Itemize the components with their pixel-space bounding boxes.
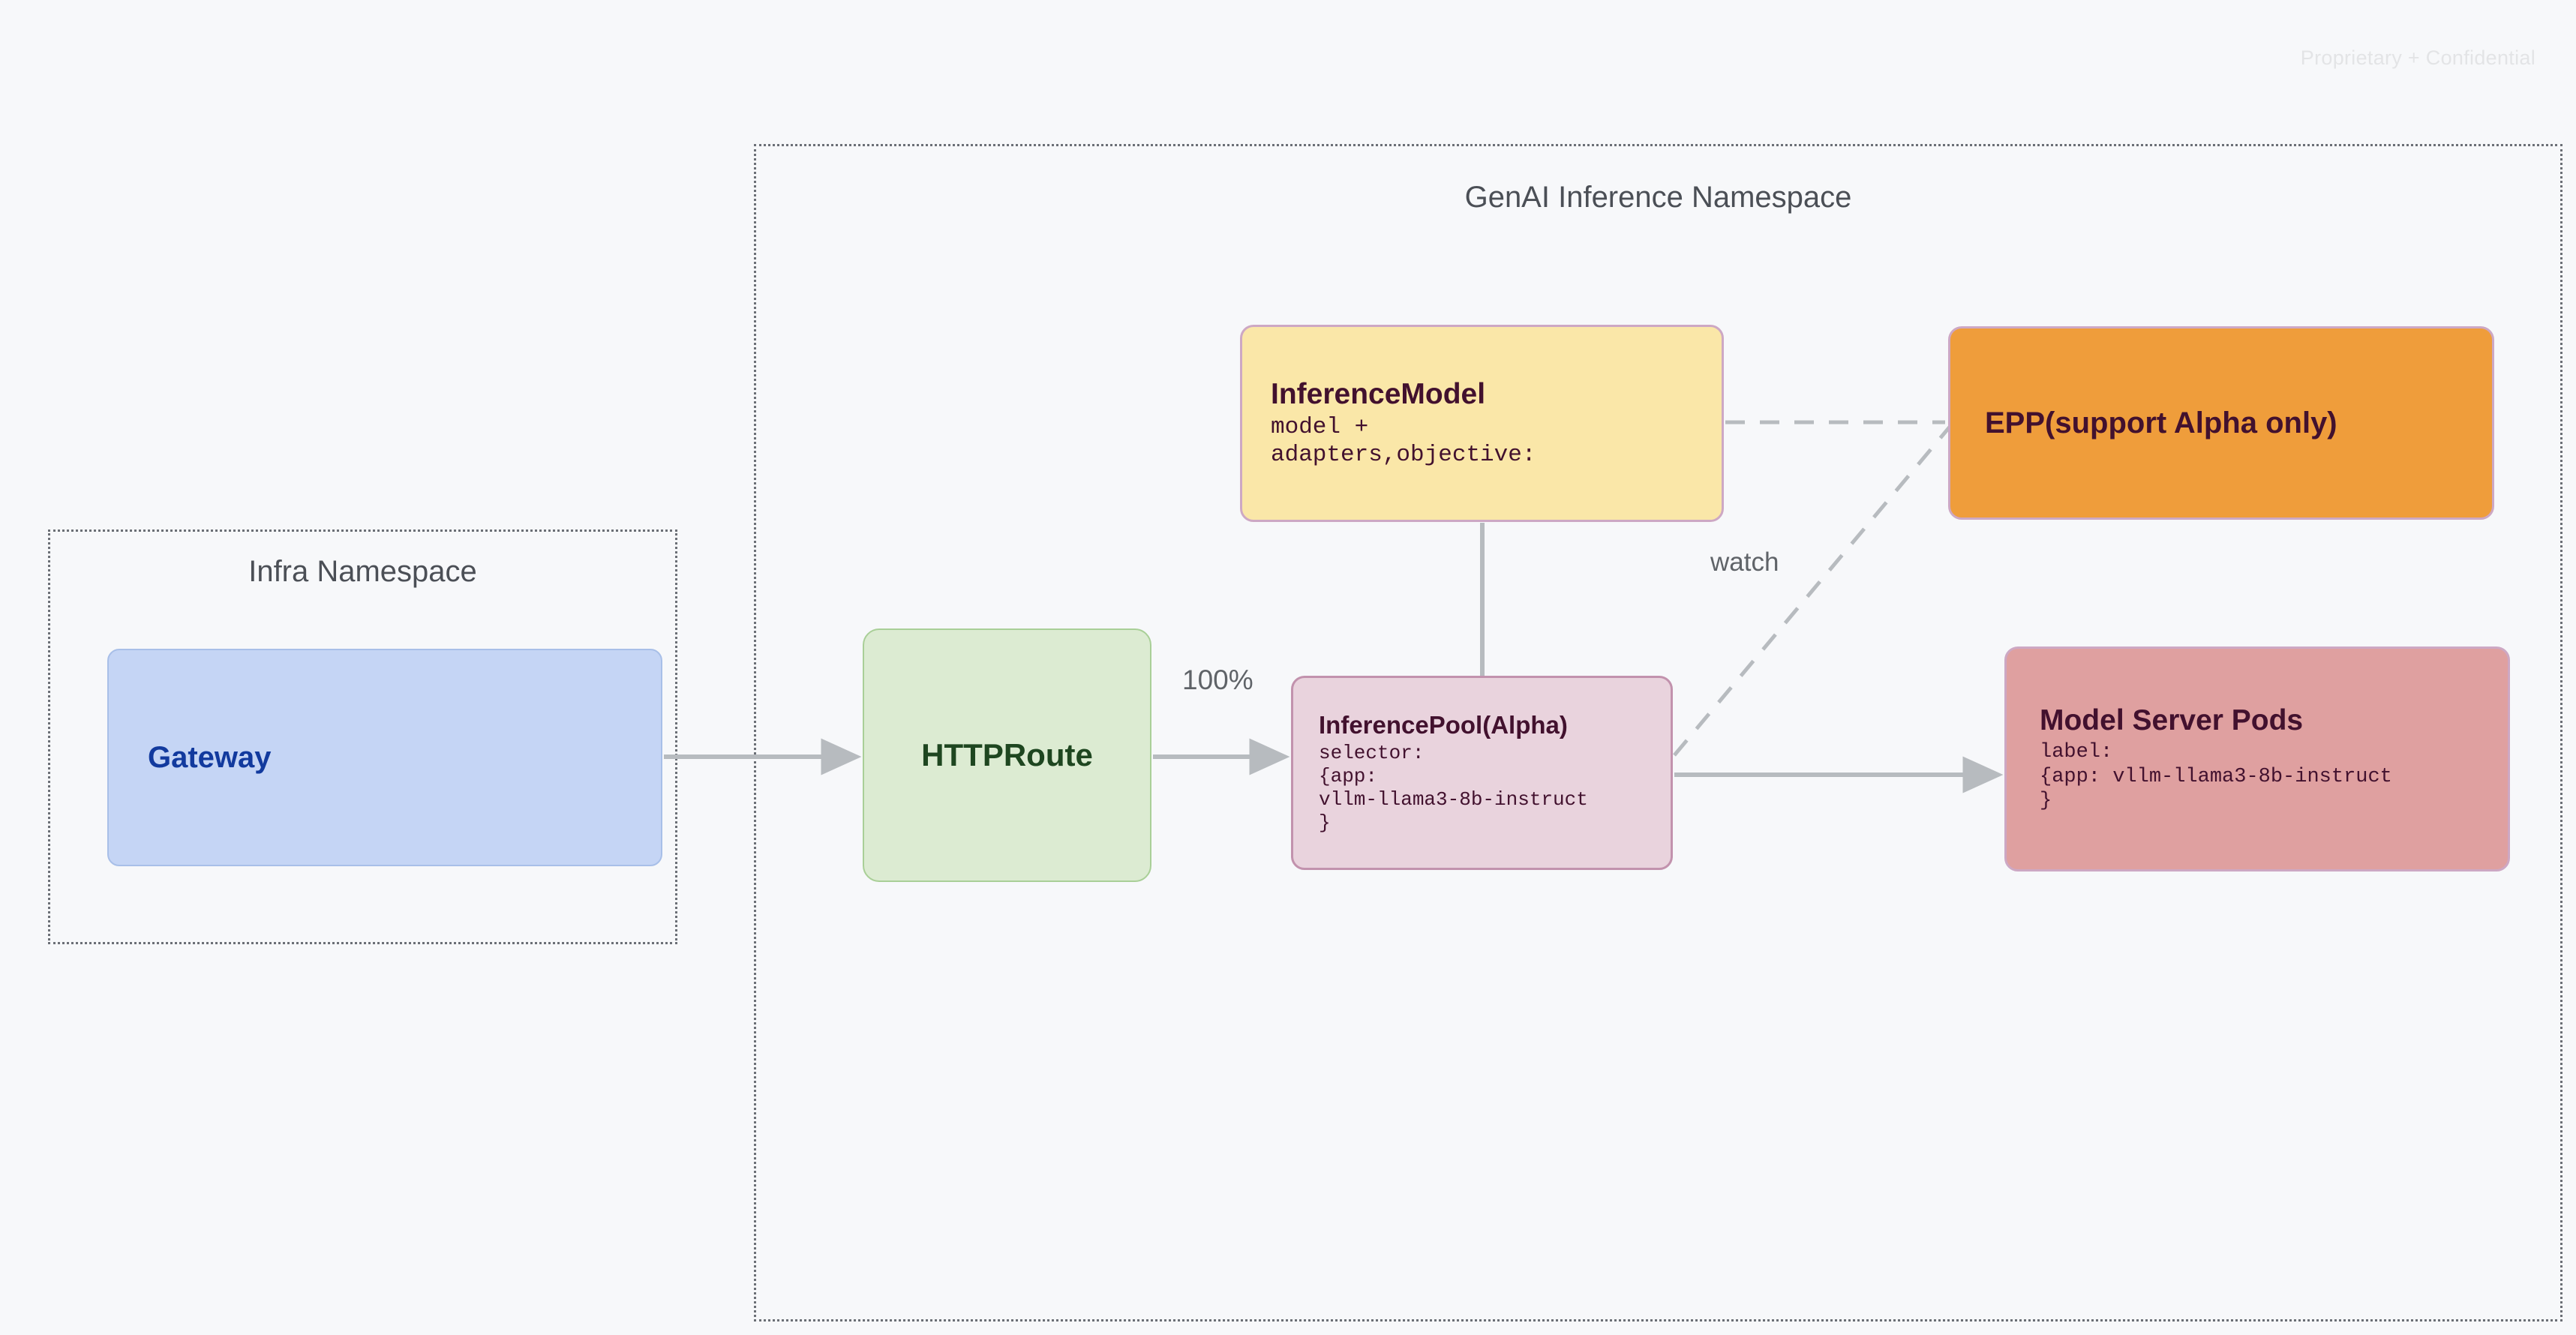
node-httproute-title: HTTPRoute bbox=[921, 737, 1093, 772]
infra-namespace-title: Infra Namespace bbox=[248, 555, 477, 588]
node-inference-pool-body-line-1: selector: bbox=[1319, 741, 1425, 764]
genai-namespace-title: GenAI Inference Namespace bbox=[1464, 181, 1852, 214]
node-model-server-pods[interactable]: Model Server Pods label: {app: vllm-llam… bbox=[2004, 646, 2510, 872]
node-model-server-pods-body-line-1: label: bbox=[2040, 741, 2113, 764]
node-httproute[interactable]: HTTPRoute bbox=[863, 628, 1151, 882]
node-gateway-title: Gateway bbox=[148, 740, 272, 774]
genai-namespace-container bbox=[754, 144, 2562, 1322]
infra-namespace-container bbox=[48, 530, 677, 944]
node-model-server-pods-title: Model Server Pods bbox=[2040, 704, 2304, 737]
node-inference-model-body-line-2: adapters,objective: bbox=[1271, 441, 1536, 468]
node-inference-model[interactable]: InferenceModel model + adapters,objectiv… bbox=[1240, 325, 1724, 522]
node-gateway[interactable]: Gateway bbox=[107, 649, 662, 866]
node-inference-pool-body-line-3: vllm-llama3-8b-instruct bbox=[1319, 788, 1588, 811]
node-inference-pool-body-line-4: } bbox=[1319, 812, 1331, 835]
node-model-server-pods-body-line-2: {app: vllm-llama3-8b-instruct bbox=[2040, 765, 2392, 788]
node-inference-model-body-line-1: model + bbox=[1271, 413, 1369, 440]
confidentiality-watermark: Proprietary + Confidential bbox=[2300, 46, 2535, 69]
node-epp-title: EPP(support Alpha only) bbox=[1985, 406, 2337, 440]
node-inference-pool-title: InferencePool(Alpha) bbox=[1319, 710, 1568, 739]
node-model-server-pods-body-line-3: } bbox=[2040, 790, 2052, 813]
node-inference-pool-body-line-2: {app: bbox=[1319, 764, 1378, 788]
node-epp[interactable]: EPP(support Alpha only) bbox=[1948, 326, 2494, 520]
node-inference-pool[interactable]: InferencePool(Alpha) selector: {app: vll… bbox=[1291, 676, 1673, 870]
traffic-split-label: 100% bbox=[1182, 664, 1253, 695]
node-inference-model-title: InferenceModel bbox=[1271, 377, 1486, 410]
watch-label: watch bbox=[1710, 548, 1779, 577]
